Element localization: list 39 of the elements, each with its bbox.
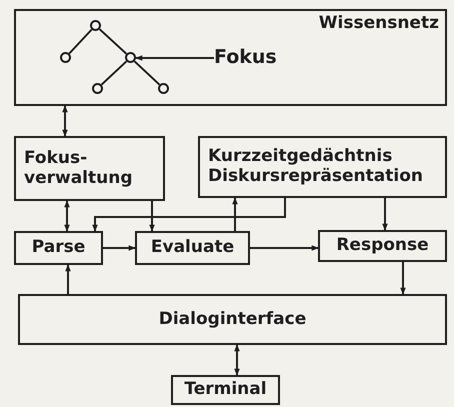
process-box	[18, 294, 447, 345]
network-node-circle	[90, 20, 101, 31]
process-box	[198, 136, 447, 198]
arrow	[400, 262, 406, 295]
box-label: Diskursrepräsentation	[208, 167, 423, 187]
arrow	[232, 197, 238, 231]
process-box	[171, 375, 280, 405]
arrow	[103, 245, 136, 251]
connector-line	[98, 28, 128, 55]
connector-line	[100, 60, 128, 86]
arrow	[65, 264, 71, 294]
arrow	[64, 200, 70, 232]
box-label: Terminal	[184, 380, 267, 400]
arrow	[234, 344, 240, 376]
network-node-circle	[158, 83, 169, 94]
box-label: Parse	[32, 238, 86, 258]
process-box	[14, 136, 165, 201]
box-label: Evaluate	[150, 238, 234, 258]
box-label: Fokus- verwaltung	[24, 148, 134, 188]
box-label: Wissensnetz	[318, 14, 439, 34]
arrow	[135, 55, 214, 61]
arrow	[62, 105, 68, 137]
process-box	[135, 231, 250, 265]
arrow	[382, 198, 388, 231]
network-node-circle	[125, 52, 136, 63]
network-node-circle	[92, 83, 103, 94]
arrow	[92, 198, 286, 232]
box-label: Dialoginterface	[158, 310, 306, 330]
arrow	[149, 201, 155, 232]
process-box	[318, 230, 447, 262]
network-node-circle	[60, 52, 71, 63]
process-box	[14, 231, 103, 265]
connector-line	[68, 28, 92, 54]
box-label: Kurzzeitgedächtnis	[208, 147, 392, 167]
arrow	[250, 245, 319, 251]
container-box	[14, 9, 447, 106]
connector-line	[134, 60, 160, 86]
box-label: Response	[336, 236, 429, 256]
node-label: Fokus	[214, 45, 278, 70]
